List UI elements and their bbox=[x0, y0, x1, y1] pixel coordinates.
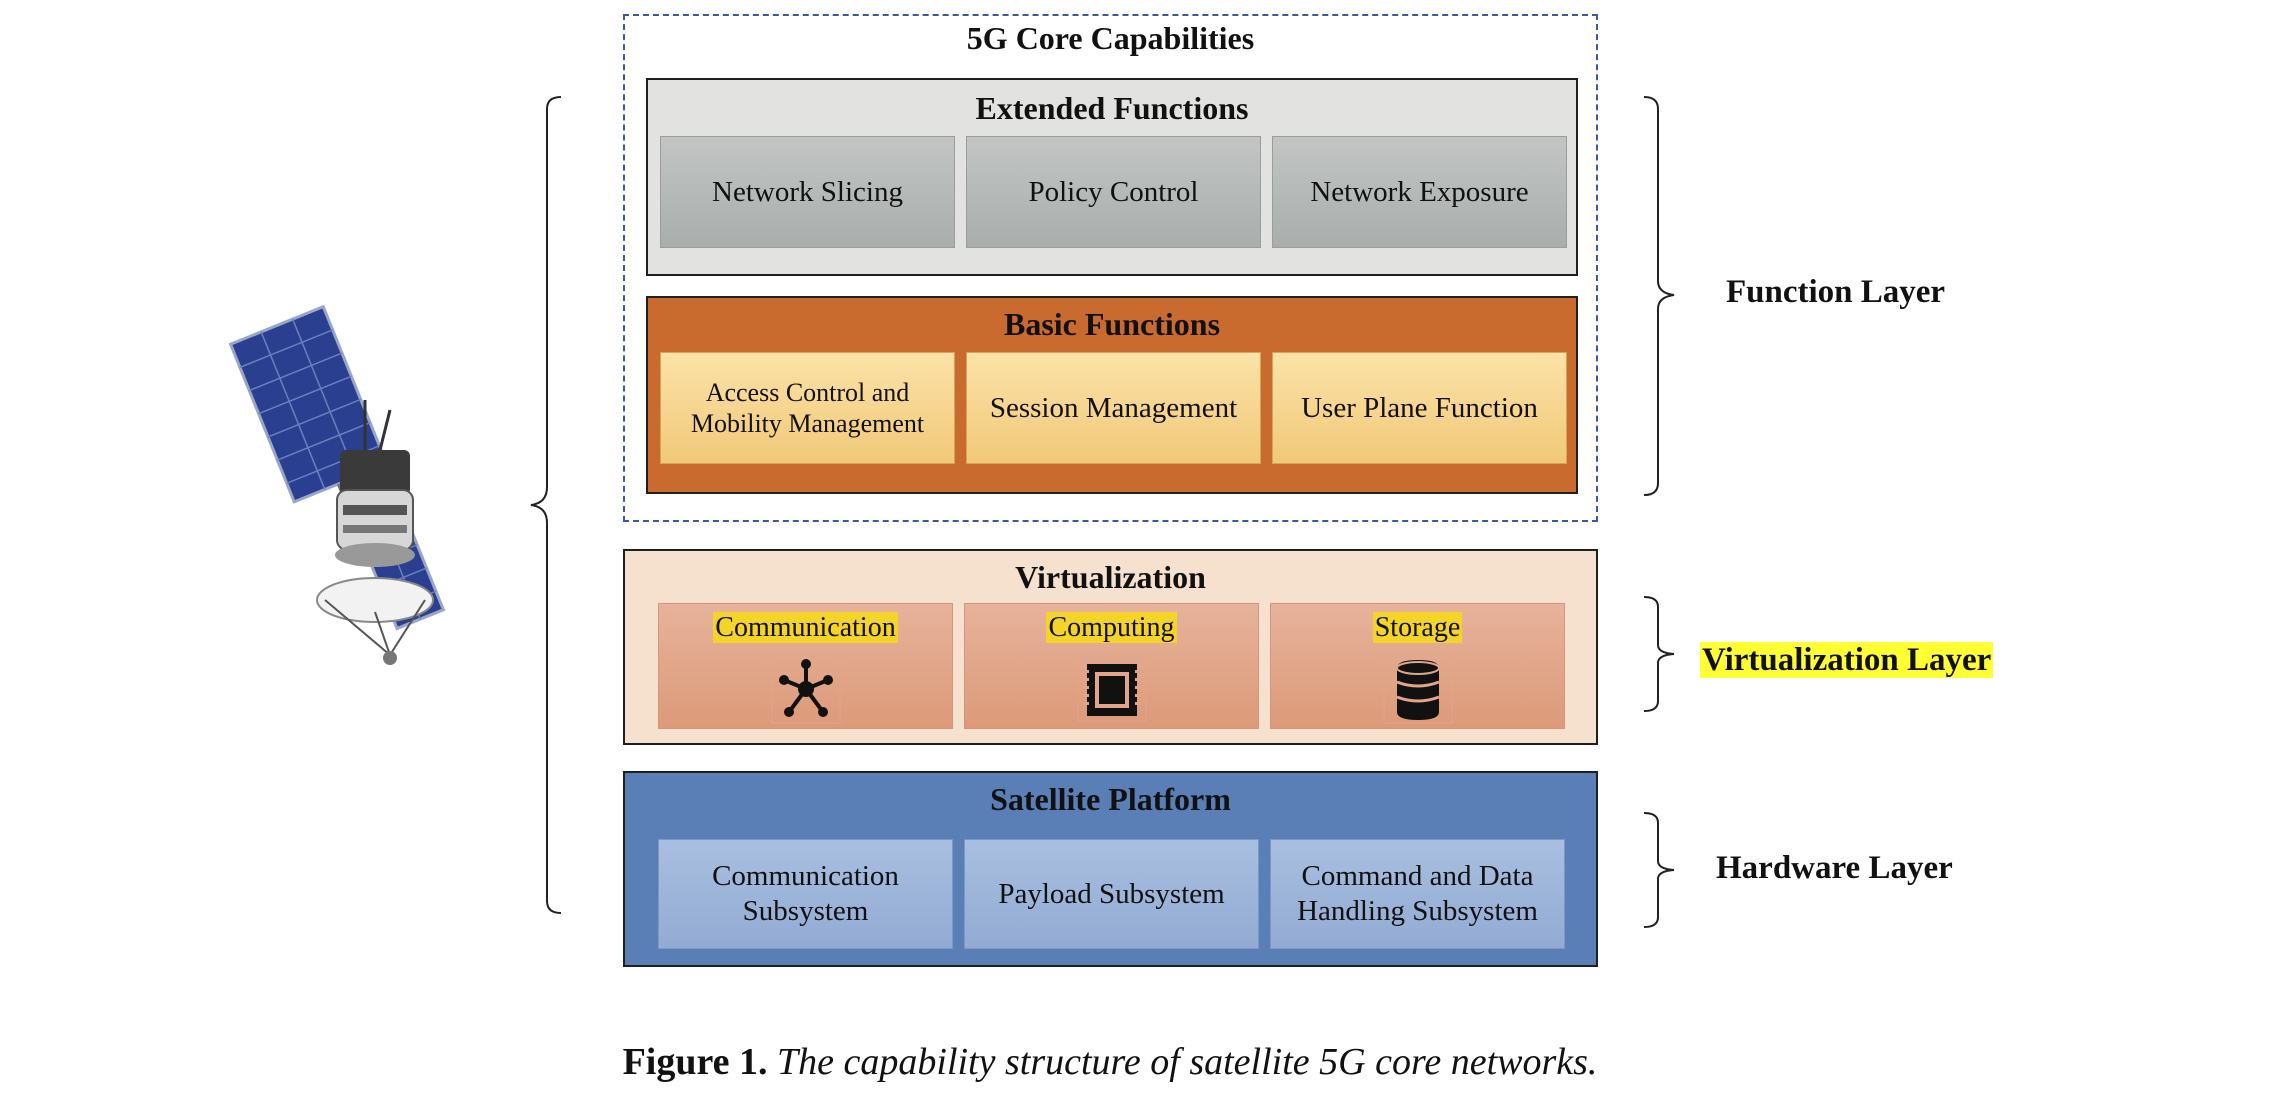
core-title: 5G Core Capabilities bbox=[966, 20, 1255, 56]
core-capabilities-box bbox=[623, 14, 1598, 522]
virtualization-box: Virtualization Communication Computing bbox=[623, 549, 1598, 745]
extended-functions-title: Extended Functions bbox=[975, 90, 1249, 126]
function-layer-label: Function Layer bbox=[1726, 274, 1946, 310]
communication-label: Communication bbox=[713, 612, 898, 643]
processor-chip-icon bbox=[1077, 658, 1147, 722]
virtualization-layer-brace bbox=[1643, 596, 1675, 712]
extended-functions-box: Extended Functions Network Slicing Polic… bbox=[646, 78, 1578, 276]
access-control-cell: Access Control and Mobility Management bbox=[660, 352, 955, 464]
virtualization-storage-cell: Storage bbox=[1270, 603, 1565, 729]
computing-label: Computing bbox=[1046, 612, 1177, 643]
storage-label: Storage bbox=[1372, 612, 1463, 643]
virtualization-computing-cell: Computing bbox=[964, 603, 1259, 729]
network-slicing-cell: Network Slicing bbox=[660, 136, 955, 248]
satellite-illustration bbox=[228, 304, 446, 665]
figure-label: Figure 1. bbox=[622, 1041, 768, 1083]
communication-subsystem-cell: Communication Subsystem bbox=[658, 839, 953, 949]
communication-subsystem-label: Communication Subsystem bbox=[712, 860, 899, 927]
network-exposure-cell: Network Exposure bbox=[1272, 136, 1567, 248]
left-brace bbox=[530, 96, 562, 914]
database-icon bbox=[1383, 654, 1453, 724]
basic-functions-box: Basic Functions Access Control and Mobil… bbox=[646, 296, 1578, 494]
basic-functions-title: Basic Functions bbox=[1003, 306, 1221, 342]
user-plane-function-cell: User Plane Function bbox=[1272, 352, 1567, 464]
figure-caption-text: The capability structure of satellite 5G… bbox=[777, 1041, 1598, 1083]
virtualization-communication-cell: Communication bbox=[658, 603, 953, 729]
policy-control-cell: Policy Control bbox=[966, 136, 1261, 248]
hardware-layer-label: Hardware Layer bbox=[1716, 850, 1953, 886]
hardware-layer-brace bbox=[1643, 812, 1675, 928]
figure-caption: Figure 1. The capability structure of sa… bbox=[0, 1040, 2220, 1084]
satellite-platform-box: Satellite Platform Communication Subsyst… bbox=[623, 771, 1598, 967]
network-hub-icon bbox=[771, 654, 841, 724]
virtualization-layer-text: Virtualization Layer bbox=[1700, 642, 1994, 678]
command-data-handling-cell: Command and Data Handling Subsystem bbox=[1270, 839, 1565, 949]
function-layer-brace bbox=[1643, 96, 1675, 496]
session-management-cell: Session Management bbox=[966, 352, 1261, 464]
payload-subsystem-cell: Payload Subsystem bbox=[964, 839, 1259, 949]
satellite-platform-title: Satellite Platform bbox=[990, 781, 1231, 817]
virtualization-title: Virtualization bbox=[1015, 559, 1206, 595]
access-control-label: Access Control and Mobility Management bbox=[690, 377, 925, 438]
command-data-handling-label: Command and Data Handling Subsystem bbox=[1297, 860, 1538, 927]
virtualization-layer-label: Virtualization Layer bbox=[1700, 642, 1994, 679]
